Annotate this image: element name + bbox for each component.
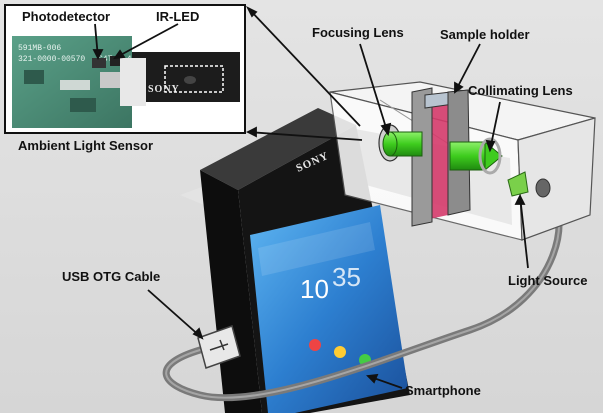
label-collimating-lens: Collimating Lens — [468, 83, 573, 98]
arrow-light-source — [519, 195, 529, 269]
phone-screen: 10 35 — [250, 205, 408, 413]
label-usb-otg-cable: USB OTG Cable — [62, 269, 161, 284]
label-smartphone: Smartphone — [405, 383, 481, 398]
app-icon — [334, 346, 346, 358]
photodetector-chip — [92, 58, 106, 68]
collimating-lens — [449, 137, 503, 175]
ir-led-chip — [110, 56, 120, 66]
sensor-brand-logo: SONY — [148, 84, 180, 95]
label-ambient-light-sensor: Ambient Light Sensor — [18, 138, 154, 153]
arrow-sample-holder — [454, 43, 481, 93]
pcb-label-1: 591MB-006 — [18, 44, 61, 53]
label-ir-led: IR-LED — [156, 9, 200, 24]
sensor-inset: 591MB-006 321-0000-00570 S4T 4 49 SONY — [4, 4, 246, 134]
usb-otg-cable — [162, 186, 563, 402]
arrow-usb-cable — [147, 289, 203, 339]
phone-clock-minutes: 35 — [332, 262, 361, 292]
annotation-arrows — [92, 5, 529, 389]
sensor-window-outline — [164, 65, 224, 93]
usb-connector — [197, 325, 241, 369]
light-source — [507, 171, 551, 198]
label-photodetector: Photodetector — [22, 9, 111, 24]
arrow-inset-bottom — [247, 131, 363, 141]
label-focusing-lens: Focusing Lens — [312, 25, 404, 40]
label-light-source: Light Source — [508, 273, 588, 288]
arrow-inset-top — [247, 7, 361, 127]
app-icon — [309, 339, 321, 351]
pcb-label-2: 321-0000-00570 — [18, 55, 85, 64]
focusing-lens — [378, 124, 423, 162]
arrow-ir-led — [114, 23, 179, 59]
arrow-focusing-lens — [359, 43, 389, 135]
phone-clock-hours: 10 — [300, 274, 329, 304]
label-sample-holder: Sample holder — [440, 27, 530, 42]
